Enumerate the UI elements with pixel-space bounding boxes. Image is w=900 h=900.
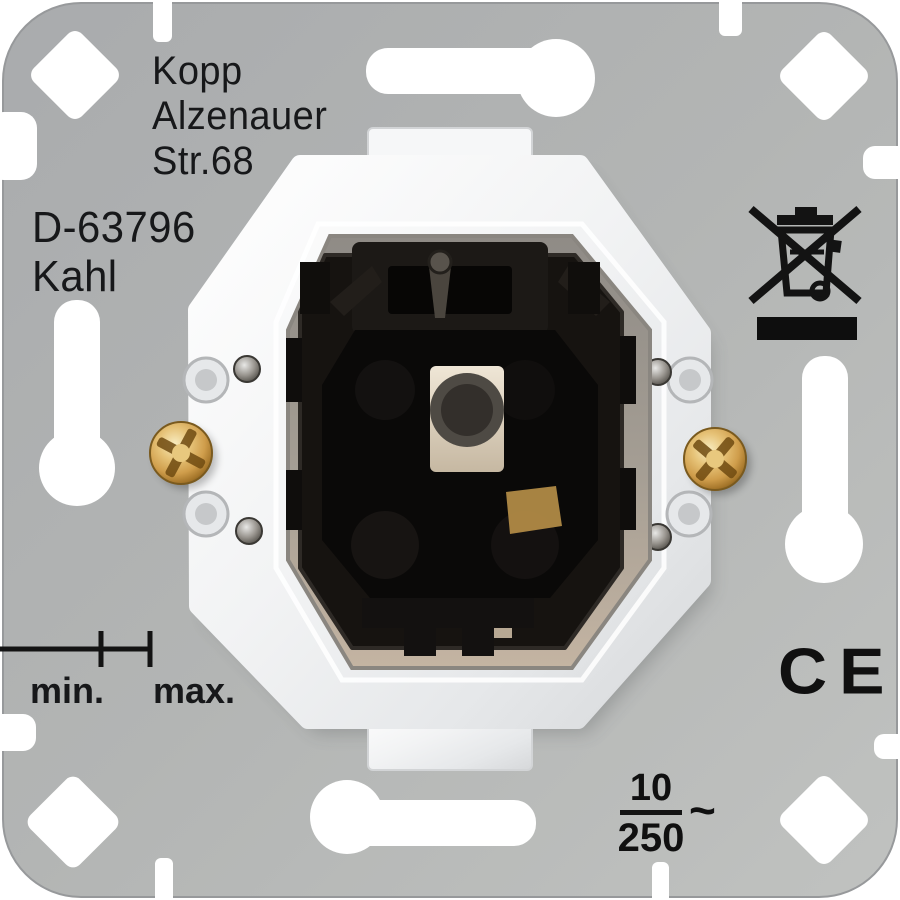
mechanism-ear bbox=[568, 262, 600, 314]
diamond-cutout-bottom-right bbox=[780, 776, 868, 864]
edge-notch-bottom-right bbox=[652, 862, 669, 900]
diamond-cutout-top-left bbox=[31, 31, 119, 119]
weee-bin-lid bbox=[777, 215, 833, 225]
frame-boss-center bbox=[195, 503, 217, 525]
edge-slot-left-lower bbox=[0, 714, 36, 751]
keyhole-hole-right bbox=[785, 505, 863, 583]
edge-slot-right-lower bbox=[874, 734, 900, 759]
diamond-cutout-top-right bbox=[780, 32, 868, 120]
fraction-bar bbox=[620, 810, 682, 815]
brass-contact-glint bbox=[506, 486, 562, 534]
mechanism-lug bbox=[620, 336, 636, 404]
rating-current: 10 bbox=[629, 767, 673, 809]
switch-mechanism bbox=[286, 242, 636, 656]
min-label: min. bbox=[30, 670, 105, 711]
frame-boss-center bbox=[678, 503, 700, 525]
ac-symbol: ~ bbox=[689, 784, 716, 836]
rating-voltage: 250 bbox=[617, 816, 685, 860]
max-label: max. bbox=[153, 670, 236, 711]
ce-mark: CE bbox=[778, 634, 897, 708]
weee-cross bbox=[748, 205, 862, 305]
edge-notch-bottom-left bbox=[155, 858, 173, 900]
weee-bin-handle bbox=[795, 207, 817, 215]
frame-boss-center bbox=[679, 369, 701, 391]
address-line-2: Str.68 bbox=[152, 139, 255, 183]
weee-bin-tag bbox=[827, 239, 842, 253]
manufacturer-name: Kopp bbox=[152, 49, 243, 93]
frame-bevel-highlight bbox=[273, 221, 667, 683]
electrical-rating: 10 250 ~ bbox=[601, 769, 731, 864]
mechanism-ear bbox=[300, 262, 330, 314]
weee-icon bbox=[748, 205, 862, 340]
mechanism-lug bbox=[286, 338, 302, 402]
weee-bar bbox=[757, 317, 857, 340]
cavity-pod bbox=[355, 360, 415, 420]
rocker-pivot-pin bbox=[428, 258, 452, 318]
mechanism-arm-left bbox=[330, 266, 382, 316]
screw-center-right bbox=[706, 450, 724, 468]
postal-city: D-63796 Kahl bbox=[32, 203, 196, 301]
manufacturer-address: Kopp Alzenauer Str.68 bbox=[152, 49, 327, 184]
edge-notch-top-right bbox=[719, 0, 742, 36]
contact-center bbox=[441, 384, 493, 436]
claw-screw bbox=[233, 355, 261, 383]
mechanism-bridge-window bbox=[388, 266, 512, 314]
address-line-1: Alzenauer bbox=[152, 94, 328, 138]
fixing-hole-top bbox=[517, 39, 595, 117]
cavity-pod bbox=[495, 360, 555, 420]
frame-boss-center bbox=[195, 369, 217, 391]
diamond-cutout-bottom-left bbox=[27, 776, 119, 868]
fixing-hole-bottom bbox=[310, 780, 384, 854]
edge-slot-left-upper bbox=[0, 112, 37, 180]
keyhole-slot-left bbox=[54, 300, 100, 460]
postal-code: D-63796 bbox=[32, 203, 196, 252]
rating-fraction: 10 250 bbox=[617, 769, 685, 858]
fixing-screws bbox=[149, 421, 751, 495]
keyhole-hole-left bbox=[39, 430, 115, 506]
mechanism-lug bbox=[286, 470, 302, 530]
cavity-pod bbox=[351, 511, 419, 579]
claw-screw bbox=[235, 517, 263, 545]
edge-slot-right-upper bbox=[863, 146, 900, 179]
mechanism-lug bbox=[620, 468, 636, 530]
min-max-scale-icon bbox=[0, 631, 153, 667]
fixing-slot-top bbox=[366, 48, 562, 94]
edge-notch-top-left bbox=[153, 0, 172, 42]
mechanism-feet bbox=[362, 598, 534, 656]
weee-bin-wheel bbox=[809, 280, 831, 302]
screw-center-left bbox=[172, 444, 190, 462]
keyhole-slot-right bbox=[802, 356, 848, 536]
fixing-slot-bottom bbox=[344, 800, 536, 846]
rocker-pivot-head bbox=[427, 249, 453, 275]
frame-bosses bbox=[182, 356, 714, 538]
city-name: Kahl bbox=[32, 252, 118, 301]
